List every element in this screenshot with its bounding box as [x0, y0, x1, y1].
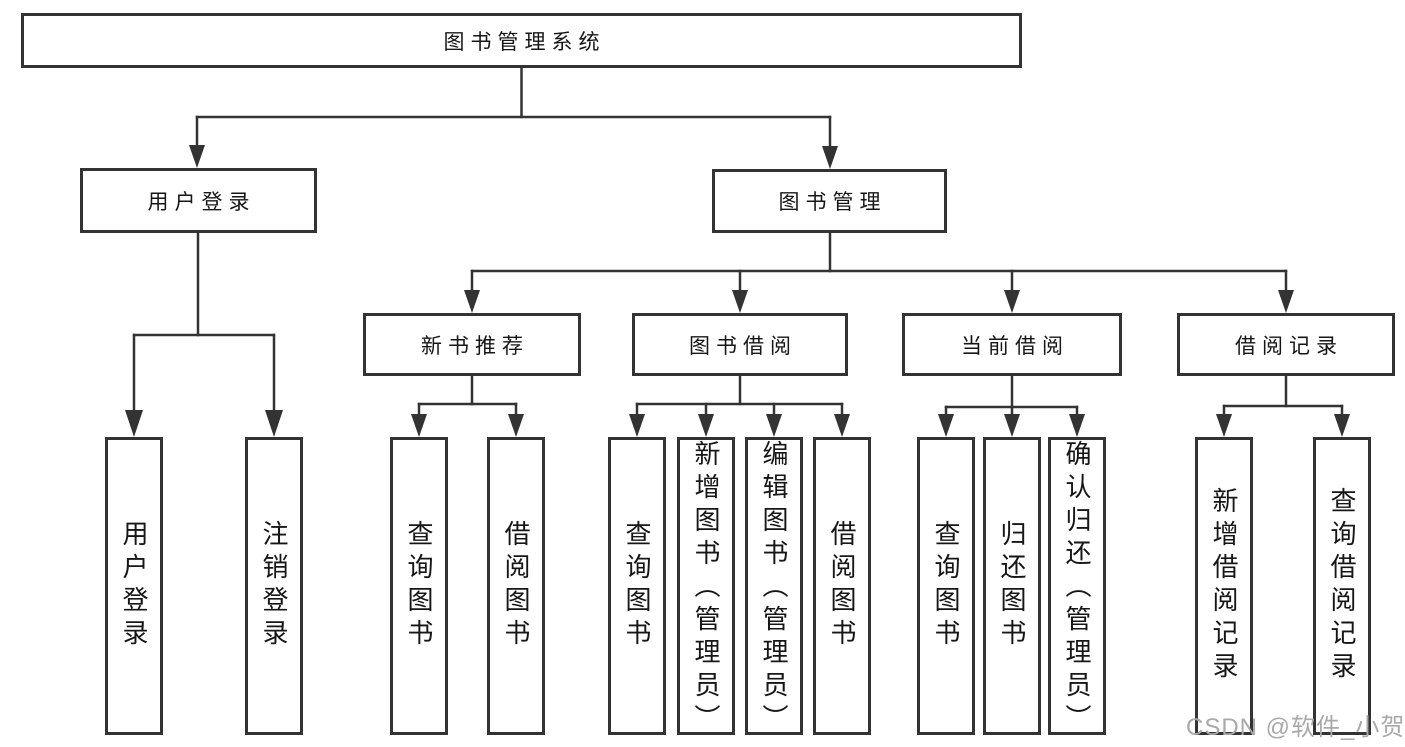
node-current-borrow-label: 当前借阅	[961, 334, 1069, 358]
node-borrow-records: 借阅记录	[1177, 313, 1395, 376]
node-user-login: 用户登录	[80, 168, 317, 233]
leaf-return-books-label: 归还图书	[997, 520, 1027, 652]
leaf-logout-label: 注销登录	[259, 520, 289, 652]
connector-book-management-children	[464, 231, 1294, 313]
node-new-book-recommend-label: 新书推荐	[421, 334, 529, 358]
node-book-management: 图书管理	[712, 169, 947, 233]
node-book-borrow: 图书借阅	[632, 313, 848, 376]
leaf-confirm-return-admin: 确认归还（管理员）	[1048, 437, 1106, 737]
leaf-query-books-current: 查询图书	[917, 437, 975, 735]
leaf-confirm-return-admin-label: 确认归还（管理员）	[1062, 440, 1092, 737]
leaf-add-book-admin: 新增图书（管理员）	[677, 437, 735, 737]
leaf-return-books: 归还图书	[983, 437, 1041, 735]
leaf-edit-book-admin-label: 编辑图书（管理员）	[759, 440, 789, 737]
leaf-query-books-borrow: 查询图书	[608, 437, 666, 735]
connector-book-borrow-children	[629, 374, 850, 437]
connector-root-to-level2	[189, 66, 838, 169]
leaf-add-book-admin-label: 新增图书（管理员）	[691, 440, 721, 737]
leaf-query-borrow-record: 查询借阅记录	[1313, 437, 1371, 735]
node-root: 图书管理系统	[21, 13, 1022, 68]
leaf-logout: 注销登录	[245, 437, 303, 735]
leaf-borrow-books-borrow: 借阅图书	[813, 437, 871, 735]
leaf-query-books-recommend-label: 查询图书	[404, 520, 434, 652]
node-new-book-recommend: 新书推荐	[363, 313, 581, 376]
node-book-borrow-label: 图书借阅	[689, 334, 797, 358]
leaf-borrow-books-recommend-label: 借阅图书	[501, 520, 531, 652]
connector-current-borrow-children	[938, 374, 1085, 437]
leaf-borrow-books-recommend: 借阅图书	[487, 437, 545, 735]
leaf-add-borrow-record-label: 新增借阅记录	[1209, 487, 1239, 685]
leaf-query-borrow-record-label: 查询借阅记录	[1327, 487, 1357, 685]
node-borrow-records-label: 借阅记录	[1235, 334, 1343, 358]
node-book-management-label: 图书管理	[778, 191, 887, 214]
connector-borrow-records-children	[1216, 374, 1350, 437]
csdn-watermark: CSDN @软件_小贺同学	[1186, 714, 1405, 741]
leaf-edit-book-admin: 编辑图书（管理员）	[745, 437, 803, 737]
node-root-label: 图书管理系统	[443, 30, 606, 54]
connector-user-login-children	[125, 231, 283, 437]
leaf-user-login: 用户登录	[105, 437, 163, 735]
node-current-borrow: 当前借阅	[902, 313, 1122, 376]
leaf-query-books-current-label: 查询图书	[931, 520, 961, 652]
leaf-user-login-label: 用户登录	[119, 520, 149, 652]
leaf-query-books-borrow-label: 查询图书	[622, 520, 652, 652]
leaf-add-borrow-record: 新增借阅记录	[1195, 437, 1253, 735]
node-user-login-label: 用户登录	[147, 190, 256, 214]
leaf-query-books-recommend: 查询图书	[390, 437, 448, 735]
connector-new-book-recommend-children	[411, 374, 524, 437]
leaf-borrow-books-borrow-label: 借阅图书	[827, 520, 857, 652]
